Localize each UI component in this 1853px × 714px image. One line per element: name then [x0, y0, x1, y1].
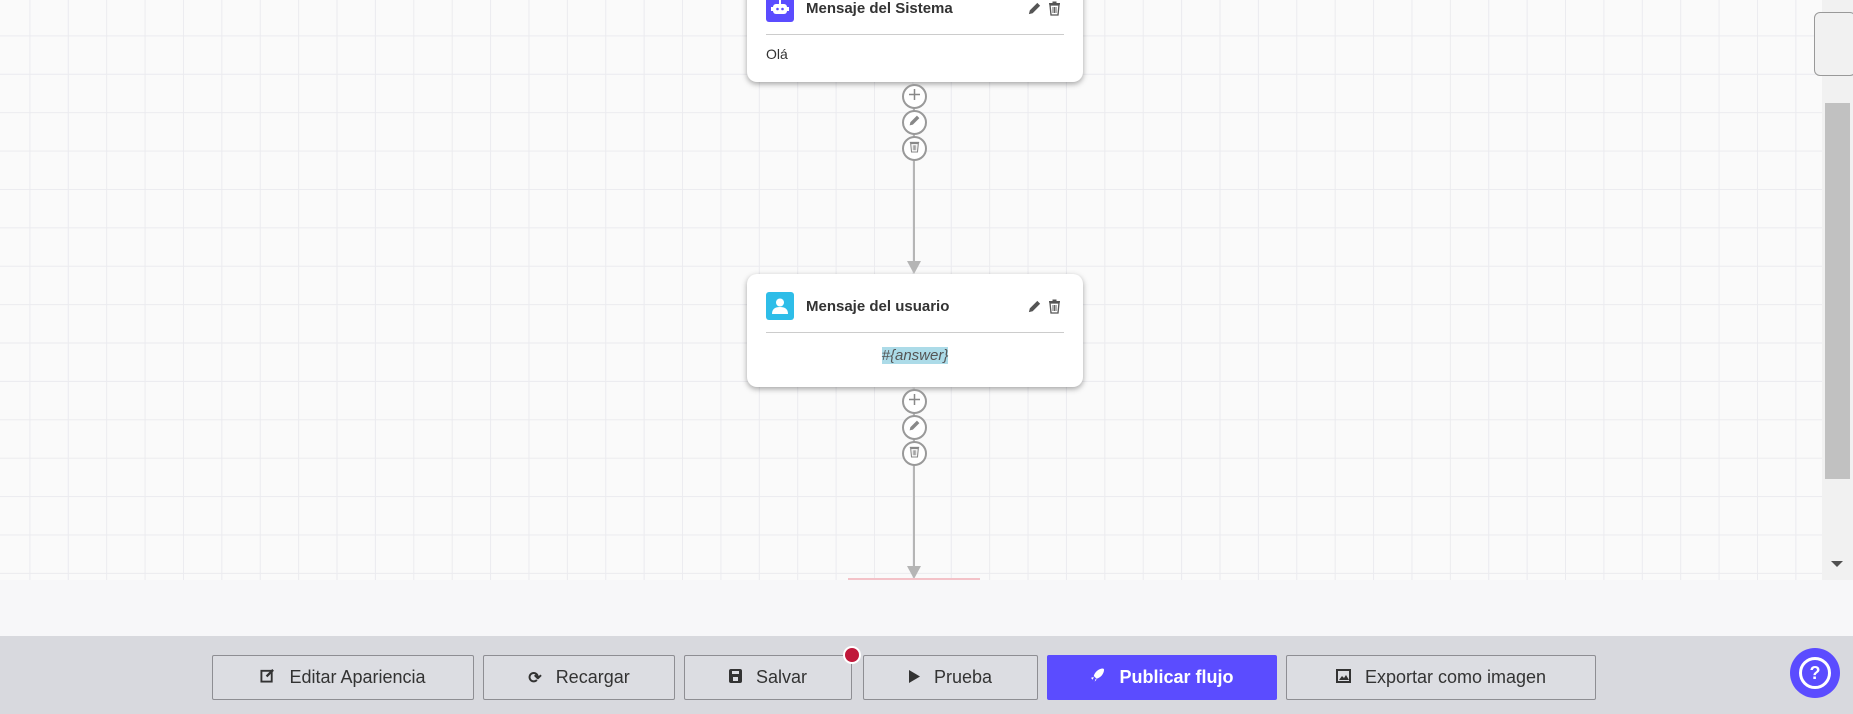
help-button[interactable]: ?	[1790, 648, 1840, 698]
edit-node-icon[interactable]	[1024, 296, 1044, 316]
divider	[766, 34, 1064, 35]
delete-node-icon[interactable]	[1044, 0, 1064, 18]
pencil-icon	[908, 419, 921, 437]
vertical-scrollbar[interactable]	[1822, 0, 1853, 580]
add-node-button[interactable]	[902, 389, 927, 414]
delete-connection-button[interactable]	[902, 136, 927, 161]
export-image-label: Exportar como imagen	[1364, 667, 1547, 687]
node-user-message[interactable]: Mensaje del usuario #{answer}	[747, 274, 1083, 387]
bottom-toolbar: Editar Apariencia ⟳ Recargar Salvar Prue…	[0, 636, 1853, 714]
connector-arrow	[907, 261, 921, 274]
publish-flow-label: Publicar flujo	[1119, 667, 1234, 687]
scroll-down-arrow-icon[interactable]	[1831, 561, 1843, 567]
pencil-icon	[908, 114, 921, 132]
save-label: Salvar	[755, 667, 808, 687]
divider	[766, 332, 1064, 333]
trash-icon	[909, 445, 920, 463]
trash-icon	[909, 140, 920, 158]
play-icon	[908, 667, 920, 688]
add-node-button[interactable]	[902, 84, 927, 109]
flow-canvas[interactable]: Mensaje del Sistema Olá Mensaje del usua…	[0, 0, 1822, 580]
export-image-button[interactable]: Exportar como imagen	[1286, 655, 1596, 700]
delete-node-icon[interactable]	[1044, 296, 1064, 316]
robot-icon	[766, 0, 794, 22]
connector-line	[913, 84, 915, 262]
test-label: Prueba	[933, 667, 993, 687]
connector-line	[913, 387, 915, 567]
node-title: Mensaje del Sistema	[806, 0, 953, 17]
edit-node-icon[interactable]	[1024, 0, 1044, 18]
next-node-edge	[848, 578, 980, 580]
reload-button[interactable]: ⟳ Recargar	[483, 655, 675, 700]
user-icon	[766, 292, 794, 320]
edit-connection-button[interactable]	[902, 415, 927, 440]
reload-label: Recargar	[555, 667, 630, 687]
image-icon	[1335, 667, 1351, 688]
save-icon	[728, 667, 742, 688]
question-icon: ?	[1799, 657, 1831, 689]
edit-connection-button[interactable]	[902, 110, 927, 135]
edit-appearance-label: Editar Apariencia	[289, 667, 426, 687]
rocket-icon	[1090, 667, 1105, 688]
node-body: Olá	[766, 46, 788, 62]
connector-arrow	[907, 566, 921, 579]
plus-icon	[908, 88, 921, 106]
node-body: #{answer}	[881, 347, 949, 364]
plus-icon	[908, 393, 921, 411]
node-title: Mensaje del usuario	[806, 297, 950, 315]
publish-flow-button[interactable]: Publicar flujo	[1047, 655, 1277, 700]
node-system-message[interactable]: Mensaje del Sistema Olá	[747, 0, 1083, 82]
minimap-panel[interactable]	[1814, 12, 1853, 76]
scrollbar-thumb[interactable]	[1825, 103, 1850, 479]
refresh-icon: ⟳	[528, 669, 542, 687]
edit-appearance-button[interactable]: Editar Apariencia	[212, 655, 474, 700]
save-button[interactable]: Salvar	[684, 655, 852, 700]
test-button[interactable]: Prueba	[863, 655, 1038, 700]
unsaved-changes-dot	[843, 646, 861, 664]
delete-connection-button[interactable]	[902, 441, 927, 466]
edit-icon	[260, 667, 275, 688]
